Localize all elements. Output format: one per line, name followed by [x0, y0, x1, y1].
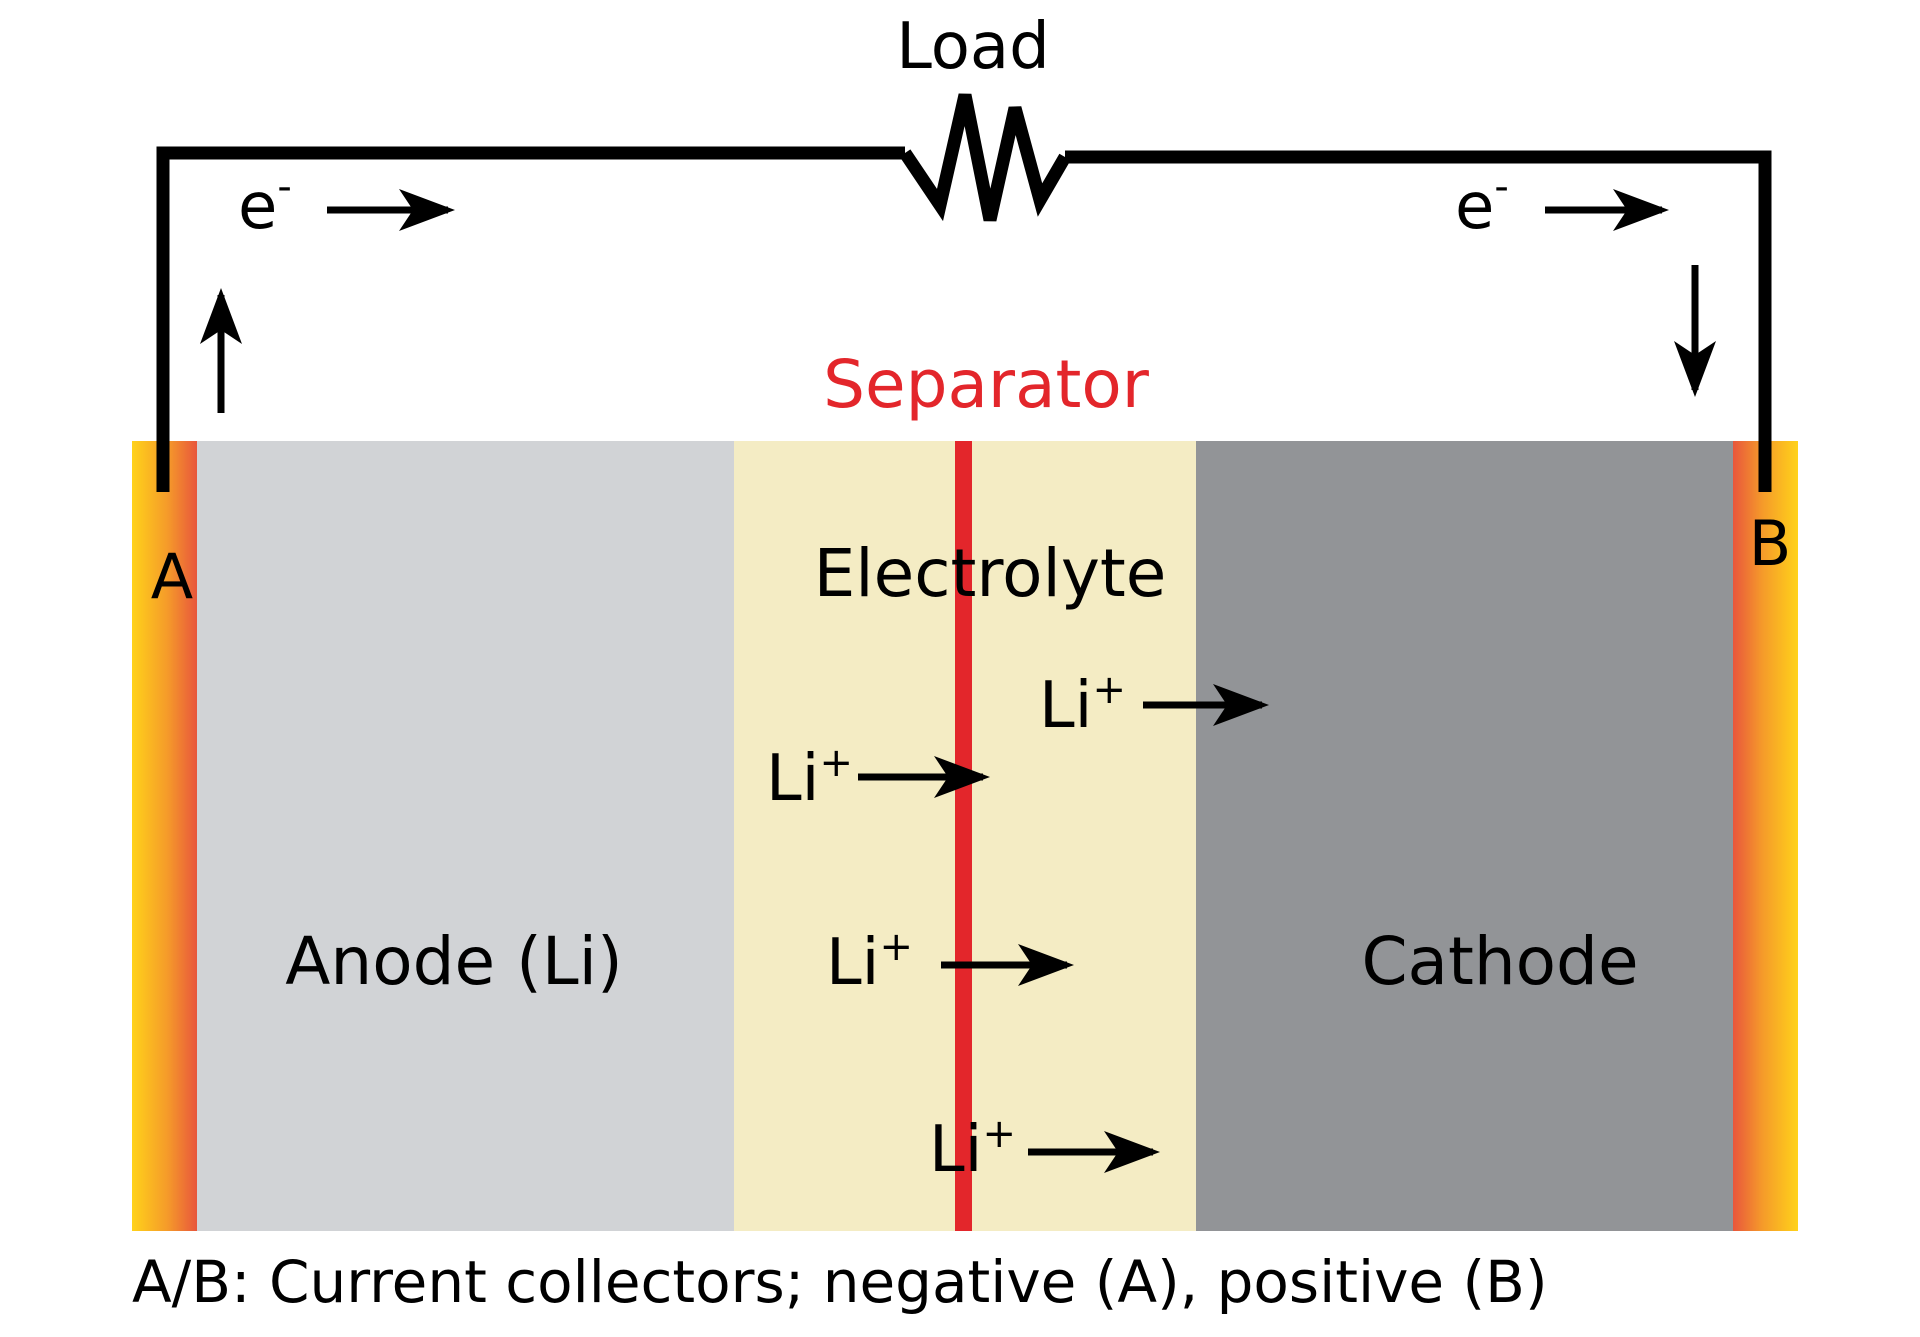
li-ion-label-3: Li+	[826, 924, 913, 1000]
li-ion-label-4: Li+	[929, 1111, 1016, 1187]
collector-b	[1733, 441, 1798, 1231]
collector-a-label: A	[151, 540, 193, 613]
cathode-label: Cathode	[1361, 923, 1638, 1000]
external-wire-left	[156, 146, 905, 492]
electron-label-right: e-	[1455, 164, 1509, 244]
separator-label: Separator	[823, 346, 1150, 423]
load-label: Load	[896, 10, 1050, 84]
li-ion-label-1: Li+	[1039, 667, 1126, 743]
anode-region	[197, 441, 734, 1231]
caption: A/B: Current collectors; negative (A), p…	[132, 1248, 1548, 1316]
anode-label: Anode (Li)	[285, 923, 622, 1000]
electron-label-left: e-	[238, 164, 292, 244]
li-ion-label-2: Li+	[766, 740, 853, 816]
collector-a	[132, 441, 197, 1231]
separator-line	[955, 441, 972, 1231]
external-wire-right	[1065, 150, 1772, 492]
electrolyte-label: Electrolyte	[814, 535, 1167, 612]
collector-b-label: B	[1749, 507, 1792, 580]
cathode-region	[1196, 441, 1733, 1231]
load-resistor-icon	[899, 93, 1071, 222]
